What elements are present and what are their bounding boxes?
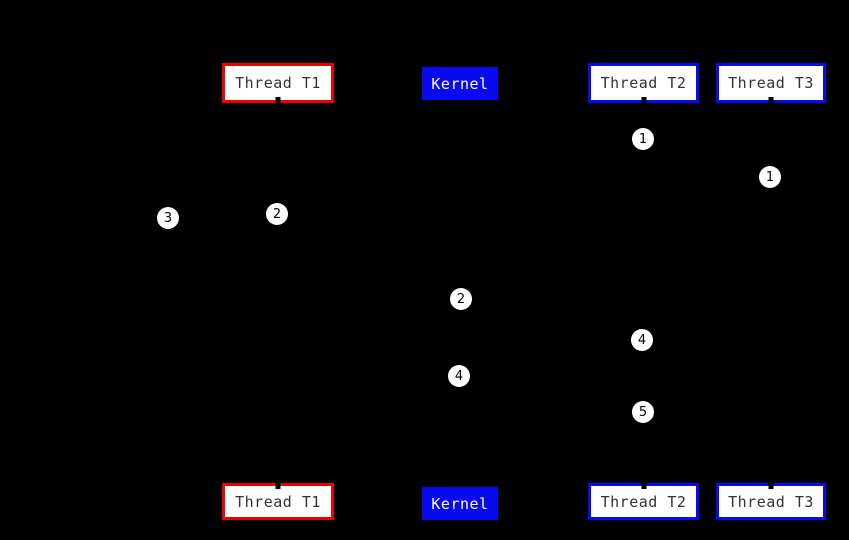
lane-label-thread-t2: Thread T2 [600,74,687,92]
event-marker-2: 2 [266,203,288,225]
lane-box-thread-t1-bottom: Thread T1 [222,482,334,520]
lifeline-notch-icon [768,482,774,489]
lane-label-thread-t3: Thread T3 [728,74,814,92]
event-marker-3: 3 [157,207,179,229]
lane-box-thread-t1-top: Thread T1 [222,63,334,104]
lane-box-thread-t3-bottom: Thread T3 [716,482,826,520]
lifeline-notch-icon [641,97,646,104]
event-marker-5: 5 [632,401,654,423]
lifeline-notch-icon [641,482,646,489]
lane-label-thread-t1: Thread T1 [235,74,321,92]
lane-label-thread-t1: Thread T1 [235,492,321,511]
event-marker-1: 1 [759,166,781,188]
lane-box-thread-t2-bottom: Thread T2 [588,482,699,520]
event-marker-4: 4 [448,365,470,387]
lane-label-thread-t2: Thread T2 [600,492,687,511]
lane-label-kernel: Kernel [431,494,489,513]
lane-label-kernel: Kernel [431,74,489,93]
event-marker-2: 2 [450,288,472,310]
lane-box-kernel-top: Kernel [422,67,498,100]
lifeline-notch-icon [275,482,281,489]
lane-box-thread-t3-top: Thread T3 [716,63,826,104]
event-marker-4: 4 [631,329,653,351]
lifeline-notch-icon [275,97,281,104]
lifeline-notch-icon [768,97,774,104]
event-marker-1: 1 [632,128,654,150]
lane-box-thread-t2-top: Thread T2 [588,63,699,104]
lane-label-thread-t3: Thread T3 [728,492,814,511]
lane-box-kernel-bottom: Kernel [422,487,498,520]
